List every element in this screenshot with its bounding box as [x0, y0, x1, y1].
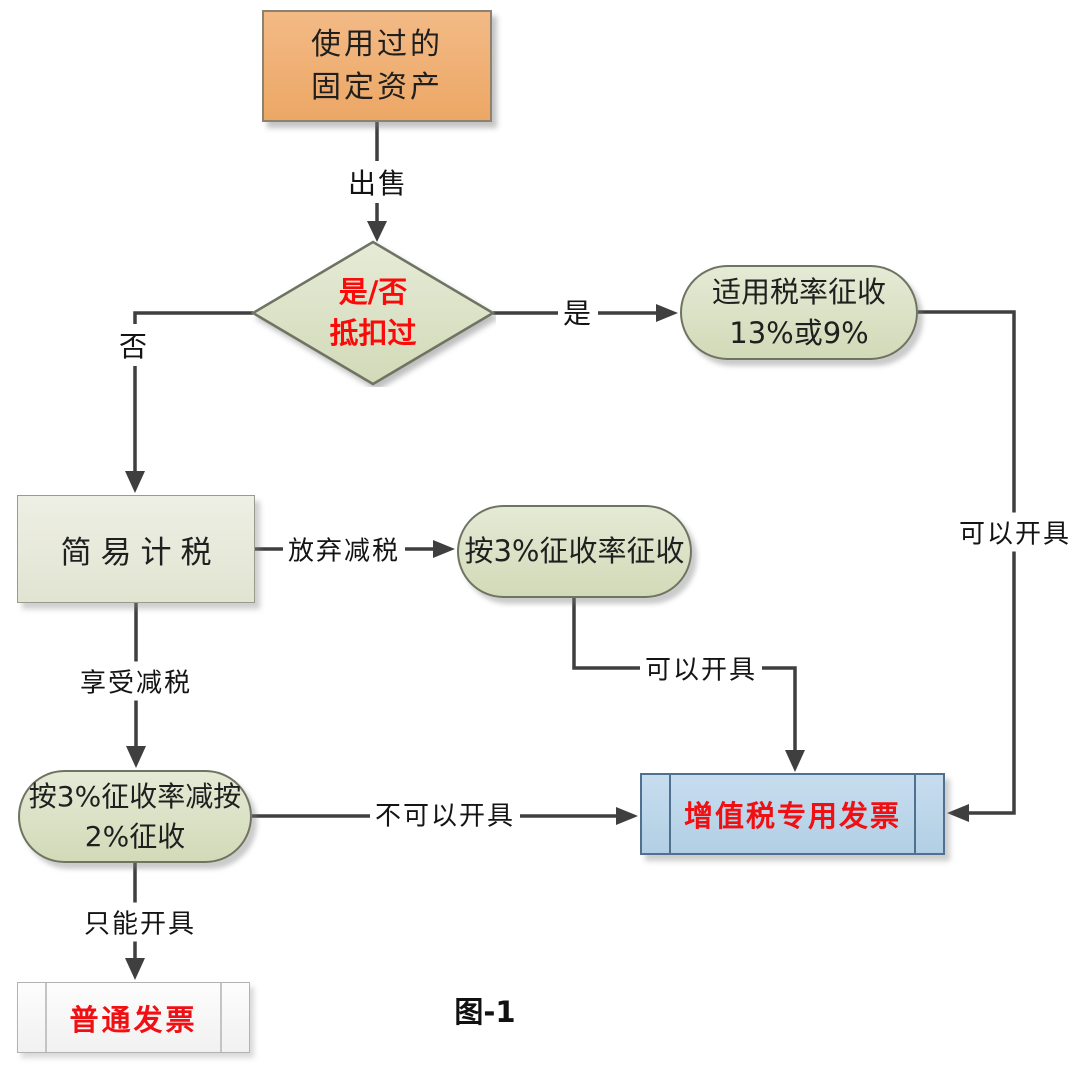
decision-diamond-shape	[250, 240, 496, 386]
arrowhead-to-rate3-reduced	[126, 746, 146, 768]
predefined-process-bar	[669, 775, 671, 853]
arrowhead-to-special-invoice-left	[616, 807, 638, 825]
figure-caption: 图-1	[454, 995, 516, 1029]
arrowhead-to-special-invoice-right	[947, 804, 969, 822]
node-applicable-rate: 适用税率征收 13%或9%	[680, 265, 918, 360]
edge-label-enjoy-reduction: 享受减税	[74, 661, 198, 701]
node-used-fixed-assets: 使用过的 固定资产	[262, 10, 492, 122]
arrowhead-to-rate3	[433, 540, 455, 558]
edge-label-no: 否	[113, 324, 155, 366]
edge-can-issue-right-line	[918, 310, 1016, 815]
node-special-vat-invoice: 增值税专用发票	[640, 773, 945, 855]
edge-label-cannot-issue: 不可以开具	[369, 794, 521, 834]
arrowhead-to-applicable-rate	[656, 304, 678, 322]
arrowhead-to-special-invoice-top	[785, 750, 805, 772]
arrowhead-to-general-invoice	[125, 958, 145, 980]
predefined-process-bar	[914, 775, 916, 853]
predefined-process-bar	[220, 983, 222, 1052]
node-rate-3pct: 按3%征收率征收	[457, 505, 692, 598]
special-invoice-label: 增值税专用发票	[683, 799, 901, 833]
edge-label-can-issue-middle: 可以开具	[639, 648, 763, 688]
node-rate-3pct-reduced-2pct: 按3%征收率减按 2%征收	[18, 770, 252, 863]
arrowhead-to-decision	[367, 221, 387, 242]
node-simple-tax: 简易计税	[17, 495, 255, 603]
predefined-process-bar	[45, 983, 47, 1052]
general-invoice-label: 普通发票	[69, 1002, 198, 1037]
edge-label-waive-reduction: 放弃减税	[282, 529, 406, 569]
edge-label-sell: 出售	[342, 161, 414, 203]
decision-label: 是/否 抵扣过	[329, 275, 417, 350]
arrowhead-to-simple-tax	[125, 471, 145, 493]
node-general-invoice: 普通发票	[17, 982, 250, 1053]
edge-label-only-issue: 只能开具	[78, 902, 202, 942]
node-decision-deducted: 是/否 抵扣过	[250, 239, 496, 387]
edge-label-yes: 是	[557, 291, 599, 333]
edge-label-can-issue-right: 可以开具	[953, 512, 1077, 552]
edge-no-line	[133, 311, 253, 471]
